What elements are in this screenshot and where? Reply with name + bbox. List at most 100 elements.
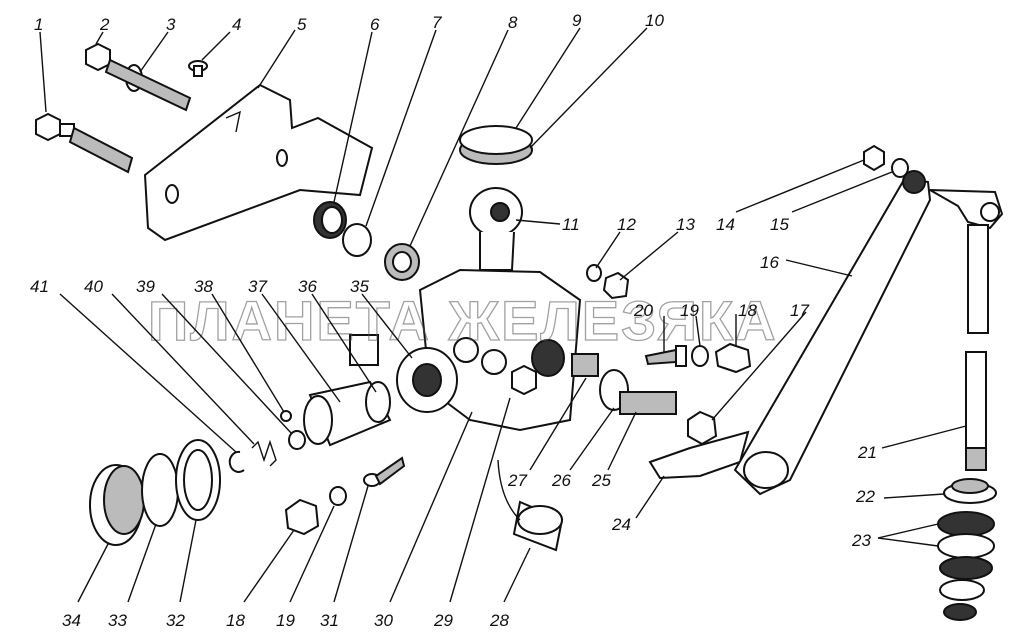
washer-part-19-left [329, 486, 347, 506]
cylinder-part-37 [303, 380, 392, 447]
svg-text:26: 26 [551, 471, 571, 490]
callout-18-right: 18 [735, 301, 757, 346]
arm-part-16 [733, 170, 932, 496]
svg-text:31: 31 [320, 611, 339, 630]
screw-part-31 [363, 456, 406, 487]
cover-part-34 [89, 464, 145, 546]
cap-part-9-10 [459, 125, 533, 165]
svg-text:17: 17 [790, 301, 809, 320]
callout-36: 36 [298, 277, 377, 393]
svg-text:23: 23 [851, 531, 871, 550]
svg-text:28: 28 [489, 611, 509, 630]
callout-12: 12 [595, 215, 636, 269]
svg-text:37: 37 [248, 277, 267, 296]
tie-rod-end [929, 189, 1004, 334]
svg-text:35: 35 [350, 277, 369, 296]
ring-part-32-inner [183, 449, 213, 511]
nut-part-17 [687, 410, 718, 446]
washer-part-15 [891, 158, 909, 178]
callout-23: 23 [851, 523, 939, 550]
svg-text:4: 4 [232, 15, 241, 34]
svg-text:1: 1 [34, 15, 43, 34]
cap-part-22 [943, 478, 997, 504]
svg-text:16: 16 [760, 253, 779, 272]
callout-28: 28 [489, 547, 531, 630]
svg-text:36: 36 [298, 277, 317, 296]
callout-38: 38 [194, 277, 285, 413]
callout-7: 7 [365, 13, 442, 227]
callout-8: 8 [409, 13, 518, 247]
svg-text:2: 2 [99, 15, 110, 34]
svg-text:18: 18 [738, 301, 757, 320]
svg-text:9: 9 [572, 11, 582, 30]
yoke-part-11 [469, 187, 523, 271]
svg-text:3: 3 [166, 15, 176, 34]
callout-19-left: 19 [276, 505, 335, 630]
callout-41: 41 [30, 277, 237, 453]
bracket-part-5 [143, 83, 374, 242]
callout-20: 20 [633, 301, 665, 352]
callout-21: 21 [857, 425, 967, 462]
callout-2: 2 [95, 15, 110, 45]
svg-text:32: 32 [166, 611, 185, 630]
callout-24: 24 [611, 475, 665, 534]
svg-text:14: 14 [716, 215, 735, 234]
svg-text:27: 27 [507, 471, 527, 490]
callout-15: 15 [770, 171, 893, 234]
callout-22: 22 [855, 487, 945, 506]
callout-40: 40 [84, 277, 255, 445]
bolt-part-2-3 [85, 42, 192, 112]
svg-text:20: 20 [633, 301, 653, 320]
svg-text:19: 19 [680, 301, 699, 320]
callout-6: 6 [333, 15, 380, 203]
svg-text:22: 22 [855, 487, 875, 506]
sleeve-part-28 [497, 459, 564, 552]
callout-13: 13 [619, 215, 695, 281]
svg-text:40: 40 [84, 277, 103, 296]
callout-9: 9 [515, 11, 582, 129]
svg-text:34: 34 [62, 611, 81, 630]
callout-39: 39 [136, 277, 293, 435]
svg-text:25: 25 [591, 471, 611, 490]
washer-part-12 [586, 264, 602, 282]
callout-16: 16 [760, 253, 853, 277]
svg-text:29: 29 [433, 611, 453, 630]
callout-27: 27 [507, 377, 587, 490]
callout-19-right: 19 [680, 301, 701, 347]
svg-text:41: 41 [30, 277, 49, 296]
callout-10: 10 [529, 11, 664, 149]
callout-17: 17 [711, 301, 809, 421]
ring-part-41 [228, 450, 245, 473]
gasket-part-33 [141, 453, 179, 527]
svg-text:33: 33 [108, 611, 127, 630]
nut-part-14 [863, 144, 885, 172]
callout-29: 29 [433, 397, 511, 630]
svg-text:5: 5 [297, 15, 307, 34]
callout-11: 11 [515, 215, 580, 234]
svg-text:13: 13 [676, 215, 695, 234]
svg-text:39: 39 [136, 277, 155, 296]
svg-text:12: 12 [617, 215, 636, 234]
callout-5: 5 [257, 15, 307, 89]
parts-artwork [35, 42, 1004, 621]
rod-part-21 [965, 351, 987, 471]
svg-text:24: 24 [611, 515, 631, 534]
svg-text:21: 21 [857, 443, 877, 462]
cushion-part-23 [937, 511, 995, 621]
ring-part-6 [313, 201, 347, 239]
svg-text:11: 11 [562, 215, 580, 234]
svg-text:7: 7 [432, 13, 442, 32]
callout-35: 35 [350, 277, 413, 359]
washer-part-39 [288, 430, 306, 450]
callout-18-left: 18 [226, 529, 295, 630]
bushing-part-8 [384, 243, 420, 281]
spring-part-40 [251, 439, 277, 467]
svg-text:19: 19 [276, 611, 295, 630]
svg-text:18: 18 [226, 611, 245, 630]
svg-text:8: 8 [508, 13, 518, 32]
callout-26: 26 [551, 407, 615, 490]
callout-4: 4 [201, 15, 241, 61]
disc-part-7 [342, 223, 372, 257]
callouts: 1 2 3 4 5 6 7 8 9 10 11 12 13 14 15 16 1… [30, 11, 967, 630]
callout-3: 3 [139, 15, 176, 73]
